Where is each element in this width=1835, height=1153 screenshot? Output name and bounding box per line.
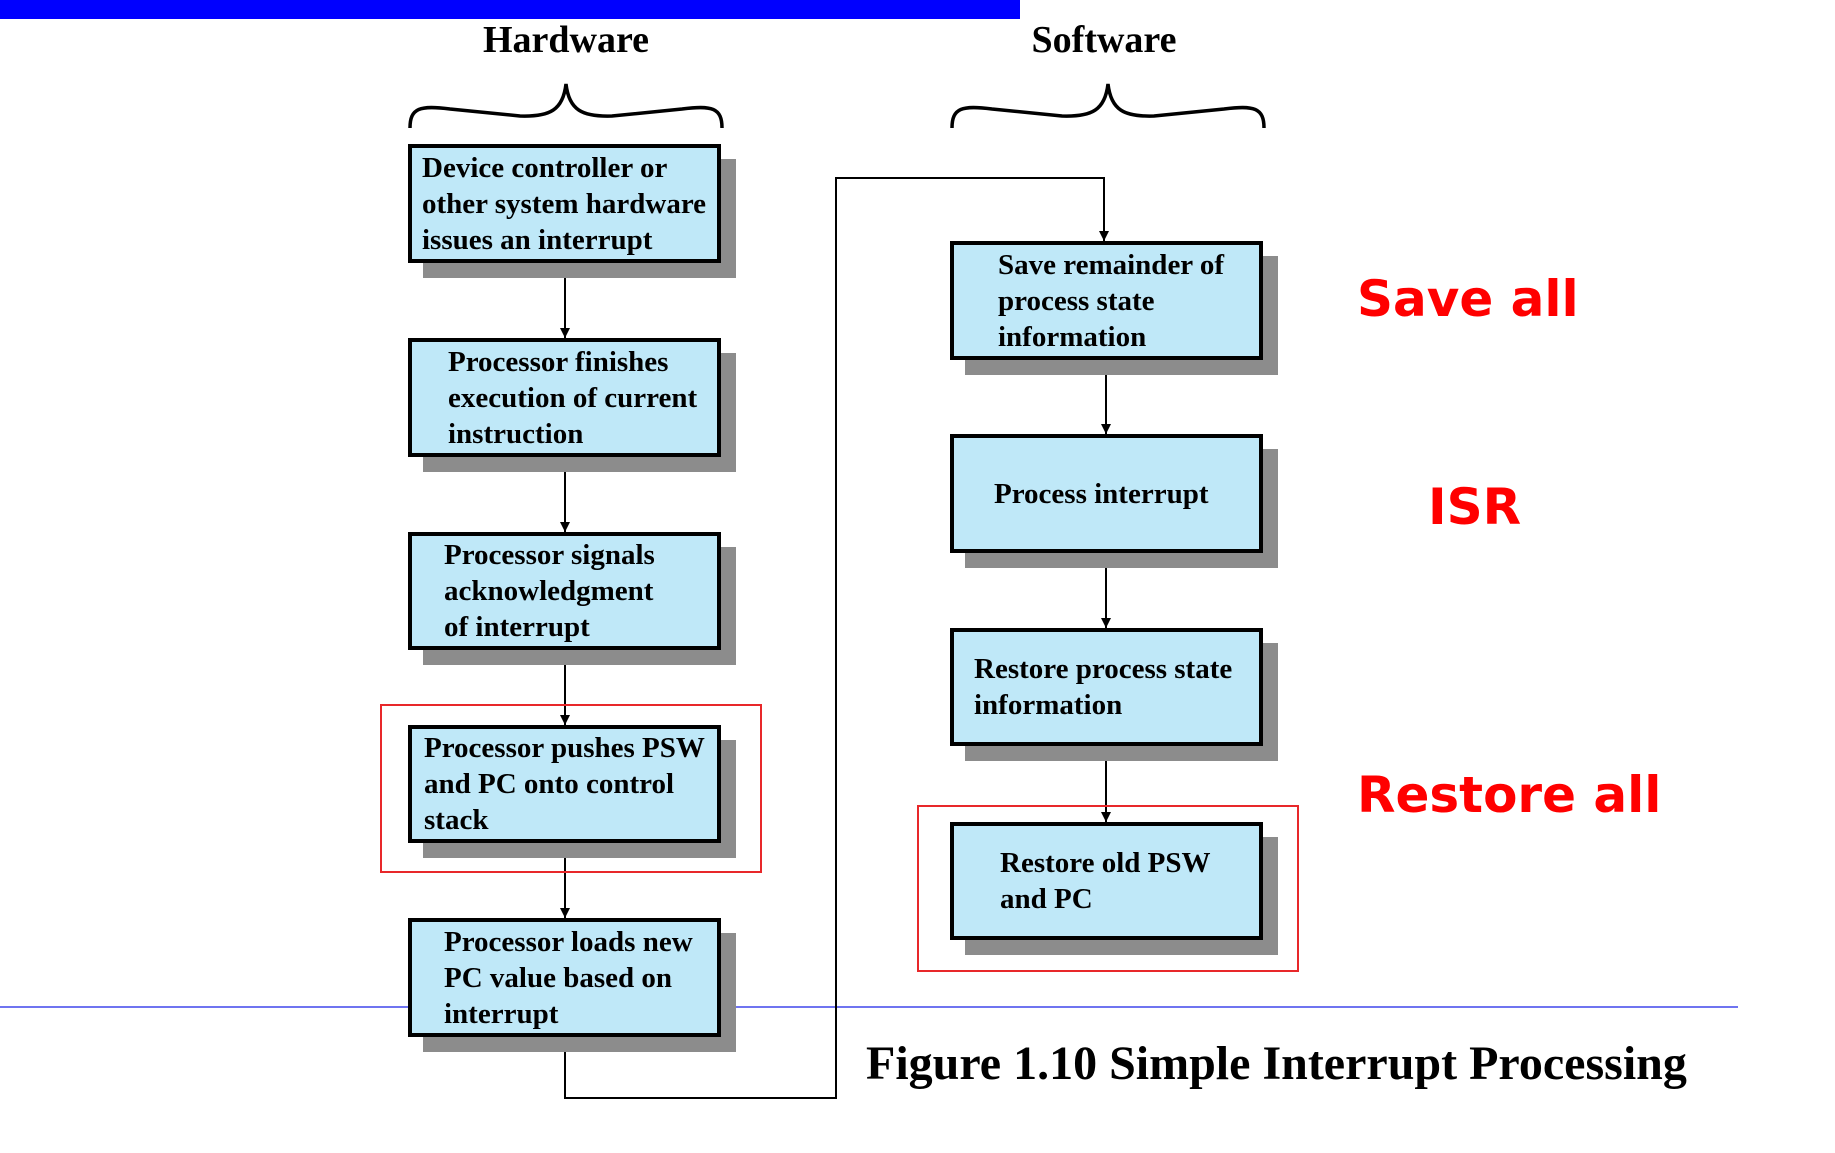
software-brace [950, 83, 1266, 129]
label-save-all: Save all [1357, 270, 1579, 328]
hw-step-issue-interrupt: Device controller or other system hardwa… [408, 144, 721, 263]
label-isr: ISR [1428, 478, 1522, 536]
hw-step-push-psw-pc: Processor pushes PSW and PC onto control… [408, 725, 721, 843]
sw-step-restore-psw-pc-text: Restore old PSW and PC [1000, 847, 1211, 915]
hw-step-issue-interrupt-text: Device controller or other system hardwa… [422, 151, 707, 256]
label-restore-all: Restore all [1357, 766, 1662, 824]
hw-step-signal-ack: Processor signals acknowledgment of inte… [408, 532, 721, 650]
sw-step-restore-state: Restore process state information [950, 628, 1263, 746]
highlight-frame-restore [917, 805, 1299, 972]
figure-caption: Figure 1.10 Simple Interrupt Processing [866, 1037, 1687, 1090]
hw-step-load-new-pc: Processor loads new PC value based on in… [408, 918, 721, 1037]
slide-divider-line [0, 1006, 1738, 1008]
column-title-software: Software [1031, 19, 1177, 61]
sw-step-save-state-text: Save remainder of process state informat… [998, 248, 1225, 353]
sw-step-save-state: Save remainder of process state informat… [950, 241, 1263, 360]
sw-step-process-interrupt-text: Process interrupt [994, 477, 1209, 510]
sw-step-process-interrupt: Process interrupt [950, 434, 1263, 553]
hw-step-finish-instruction: Processor finishes execution of current … [408, 338, 721, 457]
hw-step-signal-ack-text: Processor signals acknowledgment of inte… [444, 539, 655, 643]
hw-step-push-psw-pc-text: Processor pushes PSW and PC onto control… [424, 732, 705, 836]
hw-step-load-new-pc-text: Processor loads new PC value based on in… [444, 925, 693, 1030]
highlight-frame-push [380, 704, 762, 873]
hardware-brace [408, 83, 724, 129]
arrow-hw-to-sw [564, 177, 1109, 1099]
column-title-hardware: Hardware [482, 19, 650, 61]
sw-step-restore-state-text: Restore process state information [974, 653, 1233, 721]
title-bar-accent [0, 0, 1020, 19]
hw-step-finish-instruction-text: Processor finishes execution of current … [448, 345, 698, 450]
sw-step-restore-psw-pc: Restore old PSW and PC [950, 822, 1263, 940]
